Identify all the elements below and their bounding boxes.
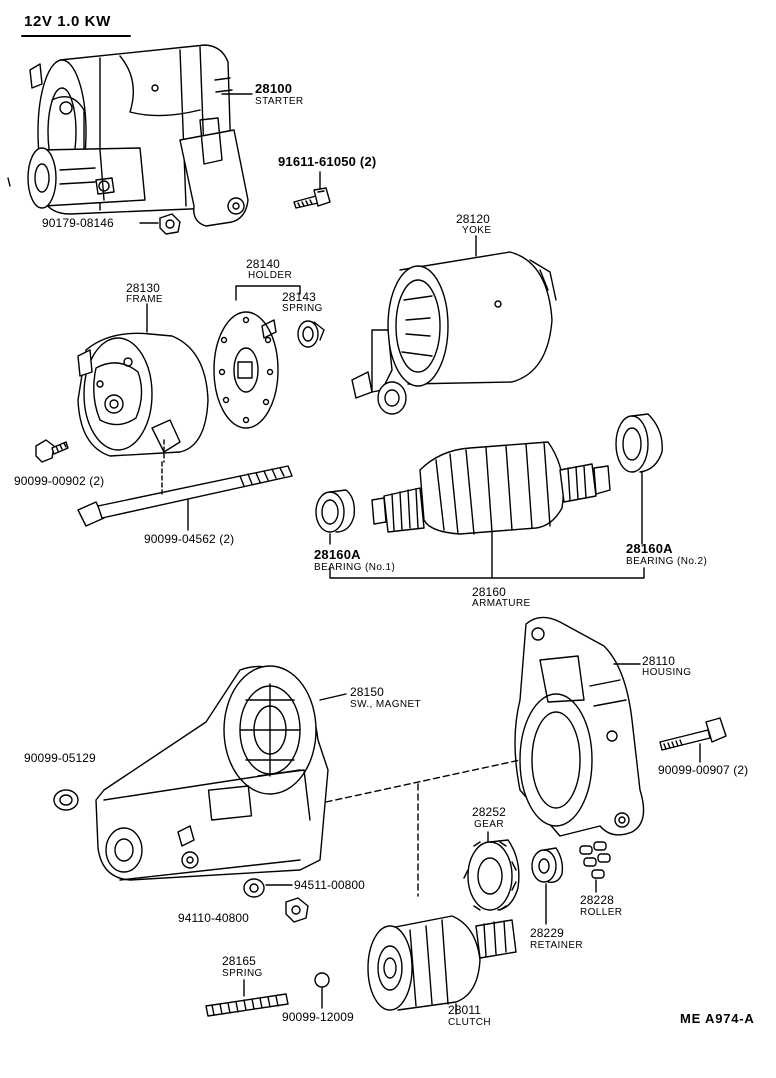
label-clutch-name: CLUTCH (448, 1017, 491, 1028)
ball-12009-illustration (315, 973, 329, 987)
label-ball-12009-number: 90099-12009 (282, 1010, 354, 1024)
leader-sw-magnet (320, 694, 346, 700)
label-housing-name: HOUSING (642, 667, 692, 678)
housing-illustration (515, 617, 644, 836)
label-armature-number: 28160 (472, 585, 506, 599)
label-starter-name: STARTER (255, 96, 304, 107)
label-spring-28165-number: 28165 (222, 954, 256, 968)
header-title: 12V 1.0 KW (24, 13, 111, 30)
leader-armature-bracket (330, 532, 644, 578)
label-spring-28143-name: SPRING (282, 303, 323, 314)
label-washer-94511-number: 94511-00800 (294, 878, 365, 892)
holder-illustration (214, 312, 278, 428)
label-bearing-no1-number: 28160A (314, 547, 361, 562)
gear-illustration (464, 840, 519, 910)
bearing-no2-illustration (616, 414, 662, 472)
label-bearing-no2-number: 28160A (626, 541, 673, 556)
washer-94511-illustration (244, 879, 264, 897)
label-retainer-number: 28229 (530, 926, 564, 940)
stray-mark (8, 178, 10, 186)
nut-94110-illustration (286, 898, 308, 922)
label-spring-28165-name: SPRING (222, 968, 263, 979)
label-housing-number: 28110 (642, 654, 675, 668)
label-nut-90179-number: 90179-08146 (42, 216, 114, 230)
label-yoke-name: YOKE (462, 225, 492, 236)
leader-bearings (330, 472, 642, 544)
label-frame-name: FRAME (126, 294, 163, 305)
label-spring-28143-number: 28143 (282, 290, 316, 304)
label-retainer-name: RETAINER (530, 940, 584, 951)
label-armature-name: ARMATURE (472, 598, 531, 609)
armature-illustration (372, 442, 610, 534)
leader-holder (236, 286, 300, 300)
label-screw-00902-number: 90099-00902 (2) (14, 474, 105, 488)
roller-illustration (580, 842, 610, 878)
nut-90179-illustration (160, 214, 180, 234)
label-bolt-00907-number: 90099-00907 (2) (658, 763, 749, 777)
label-sw-magnet-name: SW., MAGNET (350, 699, 422, 710)
label-roller-name: ROLLER (580, 907, 623, 918)
label-sw-magnet-number: 28150 (350, 685, 384, 699)
label-frame-number: 28130 (126, 281, 160, 295)
drawing-reference-code: ME A974-A (680, 1011, 755, 1026)
clutch-illustration (368, 916, 516, 1010)
label-holder-name: HOLDER (248, 270, 293, 281)
bolt-00907-illustration (660, 718, 726, 750)
label-gear-name: GEAR (474, 819, 504, 830)
alignment-line-dashed (326, 760, 520, 802)
label-part-05129-number: 90099-05129 (24, 751, 96, 765)
label-holder-number: 28140 (246, 257, 280, 271)
frame-illustration (78, 333, 208, 462)
label-bearing-no1-name: BEARING (No.1) (314, 562, 396, 573)
label-clutch-number: 28011 (448, 1003, 481, 1017)
label-yoke-number: 28120 (456, 212, 490, 226)
label-bolt-91611-number: 91611-61050 (2) (278, 154, 377, 169)
label-roller-number: 28228 (580, 893, 614, 907)
part-05129-illustration (54, 790, 78, 810)
label-nut-94110-number: 94110-40800 (178, 911, 249, 925)
long-bolt-04562-illustration (78, 462, 292, 526)
spring-28165-illustration (206, 994, 288, 1016)
label-bolt-04562-number: 90099-04562 (2) (144, 532, 235, 546)
starter-assembly-illustration (28, 45, 248, 226)
spring-28143-illustration (298, 321, 324, 347)
bearing-no1-illustration (316, 490, 354, 532)
sw-magnet-illustration (96, 666, 328, 880)
label-bearing-no2-name: BEARING (No.2) (626, 556, 708, 567)
label-starter-number: 28100 (255, 81, 293, 96)
label-gear-number: 28252 (472, 805, 506, 819)
retainer-illustration (532, 848, 562, 882)
bolt-91611-illustration (294, 188, 330, 208)
screw-00902-illustration (36, 440, 68, 462)
yoke-illustration (352, 252, 556, 414)
